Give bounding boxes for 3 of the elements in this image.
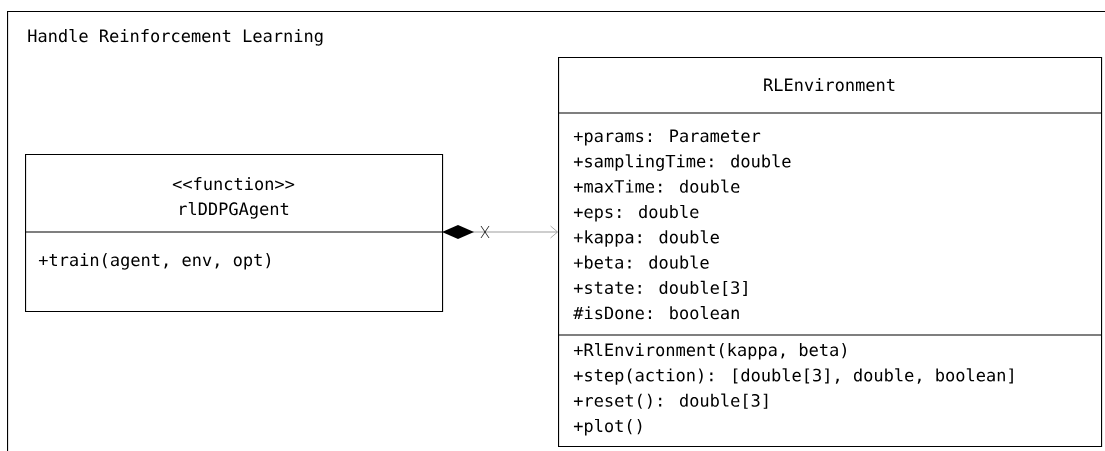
- composition-arrow: [442, 225, 558, 239]
- class-box: <<function>> rlDDPGAgent +train(agent, env, opt): [24, 154, 444, 313]
- class-box: RLEnvironment +params: Parameter +samplingTime: double +maxTime: double +eps: double +kappa: double +beta: double +state: double[3] #isDone: boolean +RlEnvironment(kappa, beta) +step(action): [double[3], double, boolean] +reset(): double[3] +plot(): [557, 57, 1103, 448]
